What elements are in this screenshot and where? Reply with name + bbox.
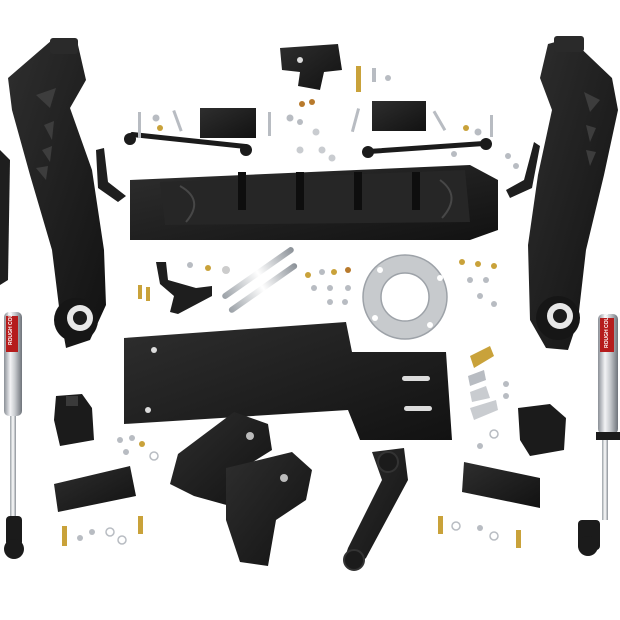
knuckle-brackets: [170, 412, 312, 566]
sway-bar-link-left: [124, 132, 252, 156]
bump-stop-left: [54, 394, 94, 446]
spacer-block-right: [372, 101, 426, 131]
hardware-middle-left: [138, 262, 230, 301]
small-bracket-mid-left: [156, 262, 212, 314]
sway-bar-link-right: [362, 138, 492, 158]
brake-line-brackets: [468, 346, 509, 420]
mount-plate-right: [462, 462, 540, 508]
skid-plate: [124, 322, 452, 440]
strut-spacer-plate: [362, 254, 448, 340]
shock-left: ROUGH COUNTRY: [4, 300, 24, 559]
tie-rod-bolts: [222, 247, 298, 313]
shock-left-label: ROUGH COUNTRY: [8, 300, 14, 345]
spacer-block-left: [200, 108, 256, 138]
hardware-lower-left: [117, 435, 159, 461]
hardware-middle-center: [305, 267, 351, 305]
mount-plate-left: [54, 466, 136, 512]
hardware-bottom-left: [62, 516, 143, 546]
bracket-small-right: [506, 142, 540, 198]
right-control-arm: [528, 36, 618, 350]
bump-stop-right: [518, 404, 566, 456]
hardware-middle-right: [459, 259, 497, 307]
shock-right-label: ROUGH COUNTRY: [604, 303, 610, 348]
shock-right: ROUGH COUNTRY: [578, 303, 620, 556]
top-center-bracket: [280, 44, 342, 90]
edge-bracket-left: [0, 150, 10, 285]
left-control-arm: [8, 38, 106, 348]
hardware-lower-right: [438, 429, 521, 548]
crossmember: [130, 165, 498, 240]
bracket-small-left: [96, 148, 126, 202]
hardware-top: [138, 66, 519, 169]
pitman-arm: [343, 448, 408, 571]
